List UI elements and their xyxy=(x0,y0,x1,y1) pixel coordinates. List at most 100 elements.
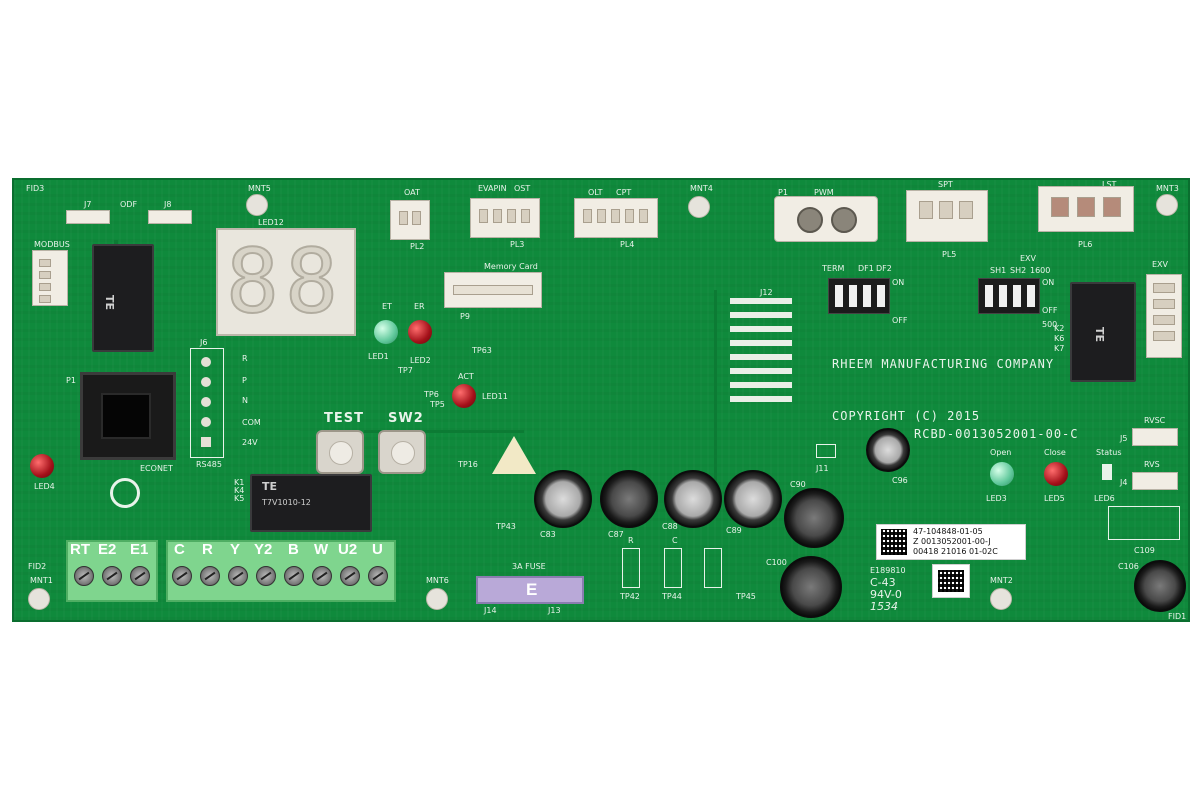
dip-switch-exv[interactable] xyxy=(978,278,1040,314)
mnt6-label: MNT6 xyxy=(426,576,449,585)
rvs-header xyxy=(1132,472,1178,490)
led2-label: LED2 xyxy=(410,356,431,365)
terminal-screw-rt[interactable] xyxy=(74,566,94,586)
terminal-screw-w[interactable] xyxy=(312,566,332,586)
terminal-screw-b[interactable] xyxy=(284,566,304,586)
sh1600-label: 1600 xyxy=(1030,266,1051,275)
econet-jack xyxy=(80,372,176,460)
qr-code-icon xyxy=(938,570,964,592)
act-label: ACT xyxy=(458,372,474,381)
terminal-screw-c[interactable] xyxy=(172,566,192,586)
p1-pwm-label: P1 xyxy=(778,188,788,197)
fuse-label: 3A FUSE xyxy=(512,562,546,571)
c89-label: C89 xyxy=(726,526,742,535)
oat-label: OAT xyxy=(404,188,420,197)
sw2-button[interactable] xyxy=(378,430,426,474)
j4-label: J4 xyxy=(1120,478,1128,487)
capacitor-c88 xyxy=(664,470,722,528)
lst-label: LST xyxy=(1102,180,1117,189)
led6-status xyxy=(1102,464,1112,480)
circuit-board: FID3 FID2 FID1 J7 ODF J8 MNT5 MNT4 MNT3 … xyxy=(12,178,1190,622)
capacitor-c106 xyxy=(1134,560,1186,612)
capacitor-c87 xyxy=(600,470,658,528)
status-label: Status xyxy=(1096,448,1122,457)
handwritten-label: 1534 xyxy=(870,600,898,613)
terminal-screw-e1[interactable] xyxy=(130,566,150,586)
com-label: COM xyxy=(242,418,261,427)
relay-bottom: TE T7V1010-12 xyxy=(250,474,372,532)
fuse-3a: E xyxy=(476,576,584,604)
c-jumper-label: C xyxy=(672,536,678,545)
relay-top-left: TE xyxy=(92,244,154,352)
terminal-screw-u[interactable] xyxy=(368,566,388,586)
pl2-label: PL2 xyxy=(410,242,425,251)
c43-label: C-43 xyxy=(870,576,896,589)
j3-jumper xyxy=(704,548,722,588)
k5-label: K5 xyxy=(234,494,245,503)
trace xyxy=(714,290,717,490)
terminal-label-e1: E1 xyxy=(130,541,149,558)
c83-label: C83 xyxy=(540,530,556,539)
dip2-on-label: ON xyxy=(1042,278,1055,287)
sticker-line1: 47-104848-01-05 xyxy=(913,527,983,536)
j12-pad-array xyxy=(730,298,792,422)
close-label: Close xyxy=(1044,448,1066,457)
df2-label: DF2 xyxy=(876,264,892,273)
terminal-screw-e2[interactable] xyxy=(102,566,122,586)
led3-open xyxy=(990,462,1014,486)
k1-label: K1 xyxy=(234,478,245,487)
tp43-label: TP43 xyxy=(496,522,516,531)
pl5-connector xyxy=(906,190,988,242)
fid2-label: FID2 xyxy=(28,562,47,571)
r-jumper xyxy=(622,548,640,588)
rvs-label: RVS xyxy=(1144,460,1160,469)
j11-label: J11 xyxy=(816,464,829,473)
terminal-screw-r[interactable] xyxy=(200,566,220,586)
led11-act xyxy=(452,384,476,408)
memory-card-connector xyxy=(444,272,542,308)
terminal-label-y2: Y2 xyxy=(254,541,273,558)
esd-warning-icon xyxy=(492,436,536,474)
pwm-label: PWM xyxy=(814,188,834,197)
tp45-label: TP45 xyxy=(736,592,756,601)
j8-label: J8 xyxy=(164,200,172,209)
seven-segment-display: 88 xyxy=(216,228,356,336)
p1-econet-label: P1 xyxy=(66,376,76,385)
pl3-label: PL3 xyxy=(510,240,525,249)
terminal-label-c: C xyxy=(174,541,185,558)
c90-label: C90 xyxy=(790,480,806,489)
pl6-connector xyxy=(1038,186,1134,232)
memory-card-label: Memory Card xyxy=(484,262,538,271)
led1-label: LED1 xyxy=(368,352,389,361)
sh500-label: 500 xyxy=(1042,320,1058,329)
modbus-connector xyxy=(32,250,68,306)
test-button[interactable] xyxy=(316,430,364,474)
sticker-line3: 00418 21016 01-02C xyxy=(913,547,998,556)
mount-hole-mnt5 xyxy=(246,194,268,216)
led1-et xyxy=(374,320,398,344)
dip1-on-label: ON xyxy=(892,278,905,287)
tp16-label: TP16 xyxy=(458,460,478,469)
ul-code-label: E189810 xyxy=(870,566,906,575)
24v-label: 24V xyxy=(242,438,258,447)
terminal-screw-y2[interactable] xyxy=(256,566,276,586)
c100-label: C100 xyxy=(766,558,787,567)
terminal-screw-u2[interactable] xyxy=(340,566,360,586)
mnt1-label: MNT1 xyxy=(30,576,53,585)
pwm-connector xyxy=(774,196,878,242)
sh1-label: SH1 xyxy=(990,266,1007,275)
terminal-screw-y[interactable] xyxy=(228,566,248,586)
dip-switch-term-df[interactable] xyxy=(828,278,890,314)
led4 xyxy=(30,454,54,478)
df1-label: DF1 xyxy=(858,264,874,273)
r-jumper-label: R xyxy=(628,536,634,545)
j13-label: J13 xyxy=(548,606,561,615)
j14-label: J14 xyxy=(484,606,497,615)
c109-label: C109 xyxy=(1134,546,1155,555)
p9-label: P9 xyxy=(460,312,470,321)
capacitor-c83 xyxy=(534,470,592,528)
k2-label: K2 xyxy=(1054,324,1065,333)
mnt4-label: MNT4 xyxy=(690,184,713,193)
terminal-block-left: RT E2 E1 xyxy=(66,540,158,602)
fid1-label: FID1 xyxy=(1168,612,1187,621)
